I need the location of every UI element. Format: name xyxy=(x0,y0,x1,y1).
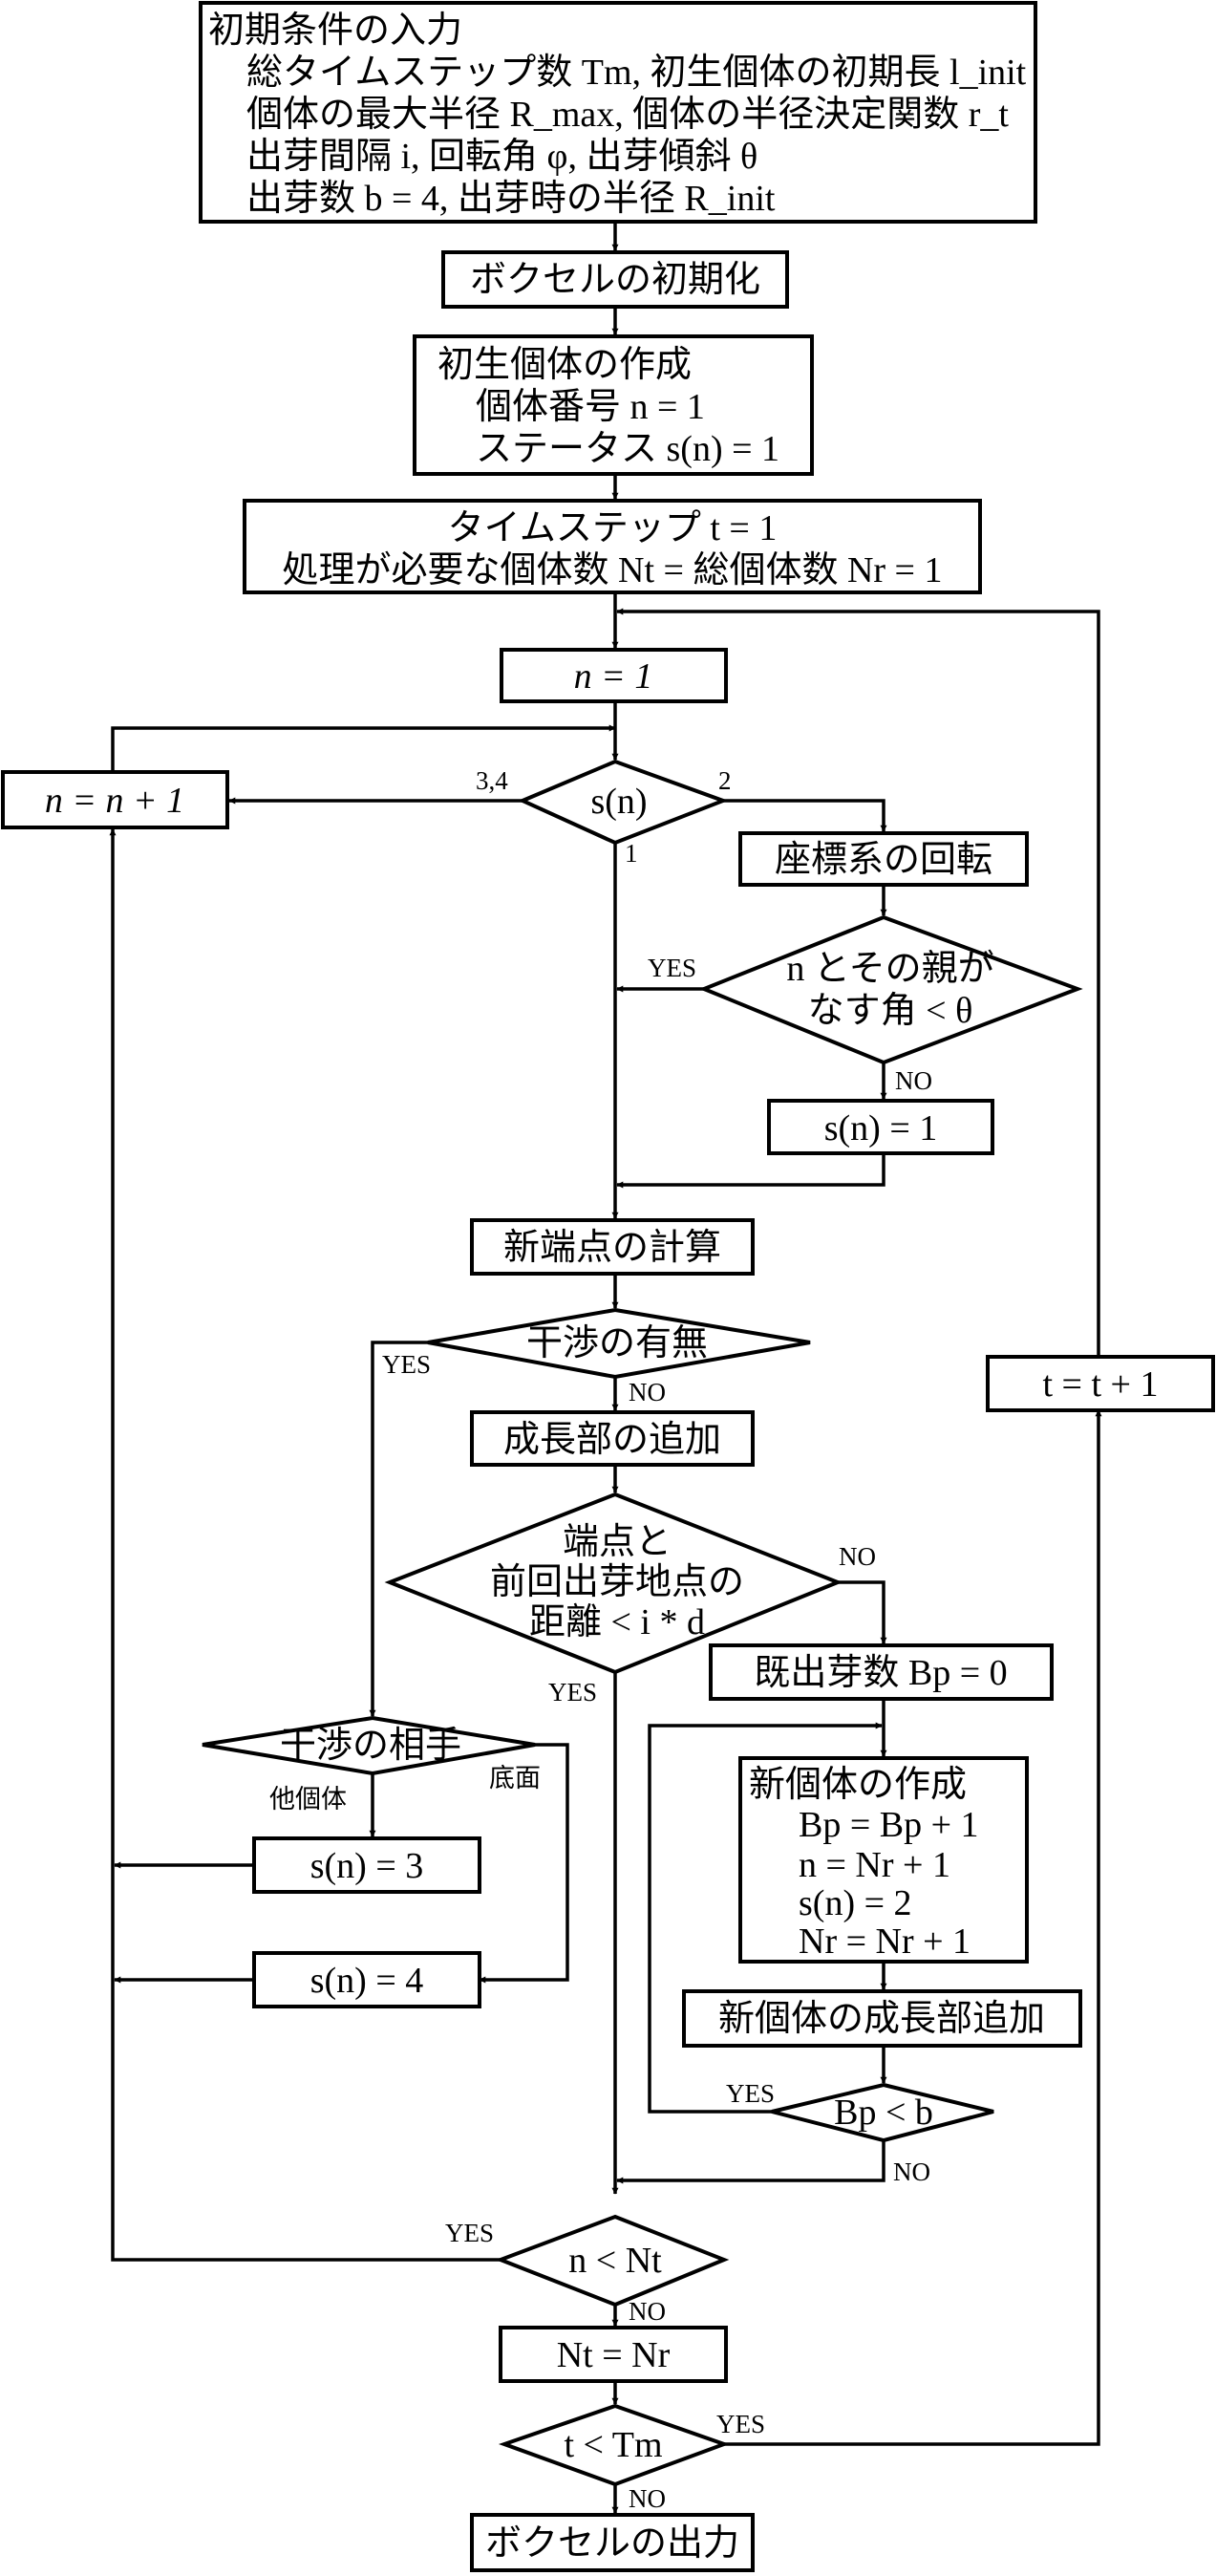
t-lt-tm-label: t < Tm xyxy=(564,2425,662,2465)
add-growth-box: 成長部の追加 xyxy=(470,1410,755,1467)
edge-bp-no xyxy=(616,2140,885,2184)
label-partner-bottom: 底面 xyxy=(489,1764,541,1792)
label-nlt-no: NO xyxy=(629,2297,666,2326)
n-lt-nt-label: n < Nt xyxy=(568,2241,662,2281)
label-angle-yes: YES xyxy=(648,954,696,982)
new-body-title: 新個体の作成 xyxy=(749,1765,967,1805)
bp-zero-box: 既出芽数 Bp = 0 xyxy=(709,1643,1054,1701)
new-growth-label: 新個体の成長部追加 xyxy=(718,1999,1045,2039)
first-body-title: 初生個体の作成 xyxy=(437,345,692,385)
label-angle-no: NO xyxy=(895,1066,932,1095)
bp-zero-label: 既出芽数 Bp = 0 xyxy=(754,1653,1007,1693)
label-bp-yes: YES xyxy=(726,2079,775,2108)
s-set-3-label: s(n) = 3 xyxy=(310,1846,424,1886)
s-set-4-label: s(n) = 4 xyxy=(310,1961,424,2001)
add-growth-label: 成長部の追加 xyxy=(503,1420,721,1460)
n-lt-nt-decision: n < Nt xyxy=(495,2214,730,2308)
timestep-line-1: タイムステップ t = 1 xyxy=(448,508,778,548)
edge-nlt-yes xyxy=(109,828,501,2262)
interference-label: 干渉の有無 xyxy=(526,1323,708,1363)
dist-line-2: 前回出芽地点の xyxy=(490,1562,744,1602)
label-bp-no: NO xyxy=(893,2157,930,2186)
dist-decision: 端点と 前回出芽地点の 距離 < i * d xyxy=(384,1492,843,1675)
s-set-3-box: s(n) = 3 xyxy=(252,1836,481,1894)
init-title: 初期条件の入力 xyxy=(208,11,462,51)
n-eq-1-label: n = 1 xyxy=(574,656,653,697)
init-line-3: 出芽間隔 i, 回転角 φ, 出芽傾斜 θ xyxy=(246,137,757,177)
s-set-1-label: s(n) = 1 xyxy=(824,1108,938,1148)
label-s-34: 3,4 xyxy=(476,766,508,795)
dist-line-3: 距離 < i * d xyxy=(529,1602,705,1642)
edge-s1-merge xyxy=(616,1153,885,1189)
new-tip-box: 新端点の計算 xyxy=(470,1218,755,1276)
new-tip-label: 新端点の計算 xyxy=(503,1228,721,1268)
edge-tlt-yes xyxy=(724,1409,1102,2446)
partner-label: 干渉の相手 xyxy=(280,1726,461,1766)
interference-decision: 干渉の有無 xyxy=(427,1307,811,1380)
edge-dist-no xyxy=(838,1580,887,1644)
label-s-2: 2 xyxy=(718,766,732,795)
label-dist-no: NO xyxy=(839,1542,876,1571)
first-body-line-2: ステータス s(n) = 1 xyxy=(476,429,779,469)
rotate-label: 座標系の回転 xyxy=(775,840,992,880)
label-interf-yes: YES xyxy=(382,1350,431,1379)
n-inc-label: n = n + 1 xyxy=(45,781,184,821)
edge-labels: 3,4 2 1 YES NO YES NO NO YES 他個体 底面 YES … xyxy=(269,766,932,2513)
new-body-line-1: Bp = Bp + 1 xyxy=(799,1805,979,1845)
new-body-line-4: Nr = Nr + 1 xyxy=(799,1921,971,1962)
partner-decision: 干渉の相手 xyxy=(202,1715,536,1776)
angle-line-1: n とその親が xyxy=(786,949,993,989)
edge-partner-bottom xyxy=(479,1743,569,1984)
init-box: 初期条件の入力 総タイムステップ数 Tm, 初生個体の初期長 l_init 個体… xyxy=(199,1,1037,224)
first-body-line-1: 個体番号 n = 1 xyxy=(476,387,705,427)
dist-line-1: 端点と xyxy=(563,1522,672,1562)
init-line-4: 出芽数 b = 4, 出芽時の半径 R_init xyxy=(246,179,776,219)
s-n-label: s(n) xyxy=(590,782,647,822)
voxel-init-box: ボクセルの初期化 xyxy=(441,250,789,309)
t-inc-label: t = t + 1 xyxy=(1043,1364,1159,1405)
label-partner-other: 他個体 xyxy=(269,1785,347,1814)
new-body-box: 新個体の作成 Bp = Bp + 1 n = Nr + 1 s(n) = 2 N… xyxy=(738,1756,1029,1964)
output-box: ボクセルの出力 xyxy=(470,2513,755,2572)
n-eq-1-box: n = 1 xyxy=(500,648,728,703)
angle-decision: n とその親が なす角 < θ xyxy=(698,914,1083,1065)
label-dist-yes: YES xyxy=(548,1678,597,1707)
init-line-1: 総タイムステップ数 Tm, 初生個体の初期長 l_init xyxy=(246,53,1027,93)
edges xyxy=(109,222,1102,2514)
bp-check-label: Bp < b xyxy=(834,2093,933,2133)
n-inc-box: n = n + 1 xyxy=(1,770,229,829)
edge-sn-to-rotate xyxy=(723,799,887,832)
angle-line-2: なす角 < θ xyxy=(808,991,973,1031)
s-set-1-box: s(n) = 1 xyxy=(767,1099,994,1155)
rotate-box: 座標系の回転 xyxy=(738,831,1029,887)
label-s-1: 1 xyxy=(625,839,638,868)
new-body-line-2: n = Nr + 1 xyxy=(799,1845,950,1885)
new-body-line-3: s(n) = 2 xyxy=(799,1883,912,1923)
new-growth-box: 新個体の成長部追加 xyxy=(682,1989,1082,2048)
label-tlt-yes: YES xyxy=(716,2410,765,2438)
edge-bp-yes-loop xyxy=(648,1722,883,2114)
nt-eq-nr-box: Nt = Nr xyxy=(499,2326,728,2383)
first-body-box: 初生個体の作成 個体番号 n = 1 ステータス s(n) = 1 xyxy=(413,334,814,476)
label-nlt-yes: YES xyxy=(445,2219,494,2247)
edge-ninc-loop xyxy=(111,724,616,770)
edge-interf-yes xyxy=(369,1341,428,1717)
s-set-4-box: s(n) = 4 xyxy=(252,1951,481,2008)
t-lt-tm-decision: t < Tm xyxy=(498,2403,730,2487)
voxel-init-label: ボクセルの初期化 xyxy=(470,260,760,300)
nt-eq-nr-label: Nt = Nr xyxy=(557,2335,671,2375)
t-inc-box: t = t + 1 xyxy=(986,1355,1215,1412)
init-line-2: 個体の最大半径 R_max, 個体の半径決定関数 r_t xyxy=(246,95,1009,135)
output-label: ボクセルの出力 xyxy=(485,2523,739,2564)
timestep-box: タイムステップ t = 1 処理が必要な個体数 Nt = 総個体数 Nr = 1 xyxy=(243,499,982,594)
bp-check-decision: Bp < b xyxy=(771,2082,994,2143)
edge-tinc-loop xyxy=(616,608,1100,1355)
timestep-line-2: 処理が必要な個体数 Nt = 総個体数 Nr = 1 xyxy=(283,550,943,590)
label-interf-no: NO xyxy=(629,1378,666,1406)
s-n-decision: s(n) xyxy=(518,759,729,846)
label-tlt-no: NO xyxy=(629,2484,666,2513)
